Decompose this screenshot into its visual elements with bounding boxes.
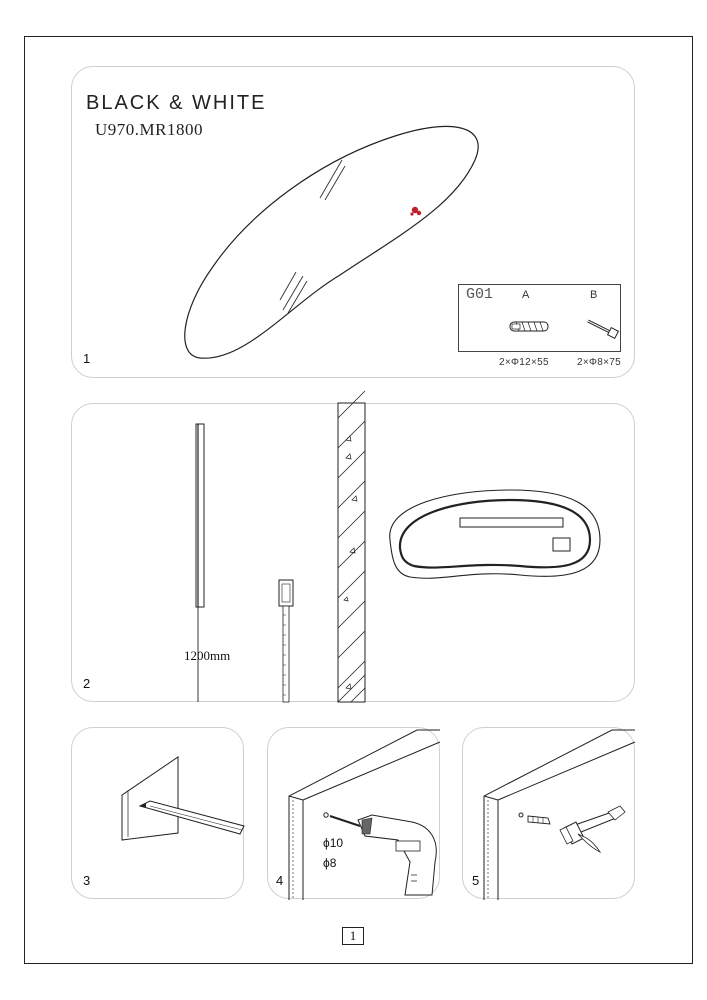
mirror-back-view xyxy=(389,489,601,579)
drill-icon xyxy=(329,814,437,896)
drill-hole xyxy=(518,812,524,818)
drill-hole xyxy=(323,812,329,818)
wall-section xyxy=(337,390,366,703)
reflection-line xyxy=(279,271,297,301)
reflection-line xyxy=(319,159,343,199)
drill-size-10: ϕ10 xyxy=(323,836,344,850)
step-4-number: 4 xyxy=(276,873,284,888)
step-1-number: 1 xyxy=(83,351,91,366)
wall-block xyxy=(288,729,441,900)
step-3-number: 3 xyxy=(83,873,91,888)
wall-corner xyxy=(121,756,179,841)
drill-size-8: ϕ8 xyxy=(323,856,337,870)
model-number: U970.MR1800 xyxy=(95,120,203,139)
wall-plug-icon xyxy=(509,321,549,332)
tape-measure-icon xyxy=(278,579,294,703)
kit-item-b-label: B xyxy=(590,289,598,301)
height-dimension-label: 1200mm xyxy=(184,648,231,663)
pencil-icon xyxy=(138,800,245,835)
kit-item-a-spec: 2×Φ12×55 xyxy=(499,357,549,368)
touch-sensor-icon xyxy=(410,206,422,216)
step-5-number: 5 xyxy=(472,873,480,888)
step-2-number: 2 xyxy=(83,676,91,691)
wall-block xyxy=(483,729,636,900)
hardware-kit-box xyxy=(458,284,621,352)
kit-item-b-spec: 2×Φ8×75 xyxy=(577,357,622,368)
reflection-line xyxy=(324,165,346,201)
reflection-line xyxy=(282,275,304,311)
kit-item-a-label: A xyxy=(522,289,530,301)
wall-plug-icon xyxy=(527,815,551,825)
screw-icon xyxy=(587,319,620,340)
hammer-icon xyxy=(559,805,626,854)
reflection-line xyxy=(287,280,308,314)
brand-logo: BLACK & WHITE xyxy=(86,92,267,114)
step-5-panel xyxy=(462,727,635,899)
kit-code: G01 xyxy=(466,286,494,303)
mirror-side-profile xyxy=(195,423,205,608)
page-number: 1 xyxy=(342,927,364,945)
mirror-outline xyxy=(184,125,479,359)
page-frame xyxy=(24,36,693,964)
